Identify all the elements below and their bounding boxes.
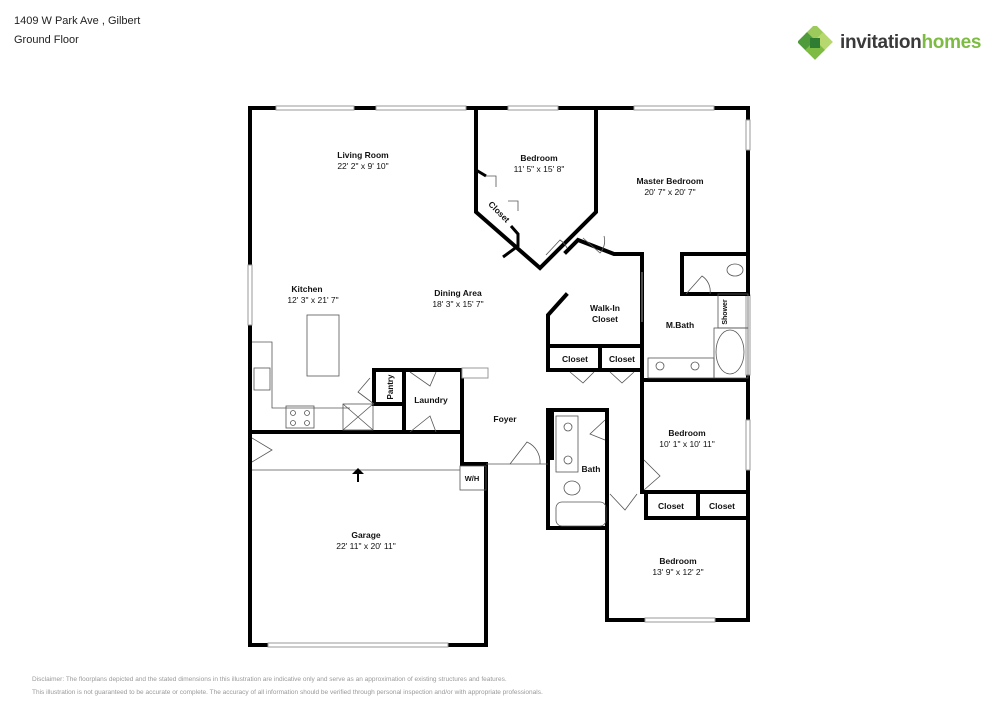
disclaimer-line-2: This illustration is not guaranteed to b… bbox=[32, 689, 543, 696]
floor-label: Ground Floor bbox=[14, 34, 79, 46]
label-closet-d: Closet bbox=[709, 501, 735, 511]
kitchen-island bbox=[306, 314, 340, 377]
dims-master-bedroom: 20' 7" x 20' 7" bbox=[644, 187, 695, 197]
garage-entry-arrow-icon bbox=[352, 468, 364, 482]
dims-garage: 22' 11" x 20' 11" bbox=[336, 541, 396, 551]
property-address: 1409 W Park Ave , Gilbert bbox=[14, 15, 141, 27]
bath-walls bbox=[546, 408, 609, 492]
label-dining-area: Dining Area bbox=[434, 288, 482, 298]
label-closet-b: Closet bbox=[609, 354, 635, 364]
label-master-bedroom: Master Bedroom bbox=[636, 176, 704, 186]
label-pantry: Pantry bbox=[386, 374, 395, 399]
bedroom-1-walls bbox=[474, 106, 598, 271]
label-bedroom-3: Bedroom bbox=[659, 556, 697, 566]
dims-bedroom-3: 13' 9" x 12' 2" bbox=[652, 567, 703, 577]
dims-bedroom-2: 10' 1" x 10' 11" bbox=[659, 439, 714, 449]
brand-logo: invitationhomes bbox=[798, 26, 982, 60]
windows bbox=[247, 105, 751, 623]
label-bath: Bath bbox=[582, 464, 601, 474]
label-closet-a: Closet bbox=[562, 354, 588, 364]
logo-word-invitation: invitation bbox=[840, 32, 922, 53]
closets-row bbox=[546, 344, 644, 384]
pantry-walls bbox=[372, 368, 406, 406]
label-kitchen: Kitchen bbox=[291, 284, 322, 294]
label-bedroom-2: Bedroom bbox=[668, 428, 706, 438]
disclaimer-line-1: Disclaimer: The floorplans depicted and … bbox=[32, 676, 507, 683]
label-garage: Garage bbox=[351, 530, 381, 540]
dims-kitchen: 12' 3" x 21' 7" bbox=[287, 295, 338, 305]
label-walk-in-closet-2: Closet bbox=[592, 314, 618, 324]
header: 1409 W Park Ave , Gilbert Ground Floor bbox=[14, 12, 140, 50]
logo-wordmark: invitationhomes bbox=[840, 32, 982, 54]
label-master-bath: M.Bath bbox=[666, 320, 694, 330]
invitation-homes-logo-icon bbox=[798, 26, 833, 60]
label-bedroom-1-closet: Closet bbox=[486, 199, 512, 225]
label-walk-in-closet: Walk-In bbox=[590, 303, 620, 313]
dims-dining-area: 18' 3" x 15' 7" bbox=[432, 299, 483, 309]
label-closet-c: Closet bbox=[658, 501, 684, 511]
label-living-room: Living Room bbox=[337, 150, 389, 160]
disclaimer: Disclaimer: The floorplans depicted and … bbox=[32, 673, 543, 699]
label-laundry: Laundry bbox=[414, 395, 448, 405]
dims-bedroom-1: 11' 5" x 15' 8" bbox=[514, 164, 565, 174]
label-foyer: Foyer bbox=[493, 414, 517, 424]
label-bedroom-1: Bedroom bbox=[520, 153, 558, 163]
logo-word-homes: homes bbox=[921, 32, 982, 53]
label-water-heater: W/H bbox=[465, 474, 480, 483]
label-shower: Shower bbox=[722, 299, 729, 325]
walk-in-closet-walls bbox=[546, 237, 644, 348]
dims-living-room: 22' 2" x 9' 10" bbox=[337, 161, 388, 171]
